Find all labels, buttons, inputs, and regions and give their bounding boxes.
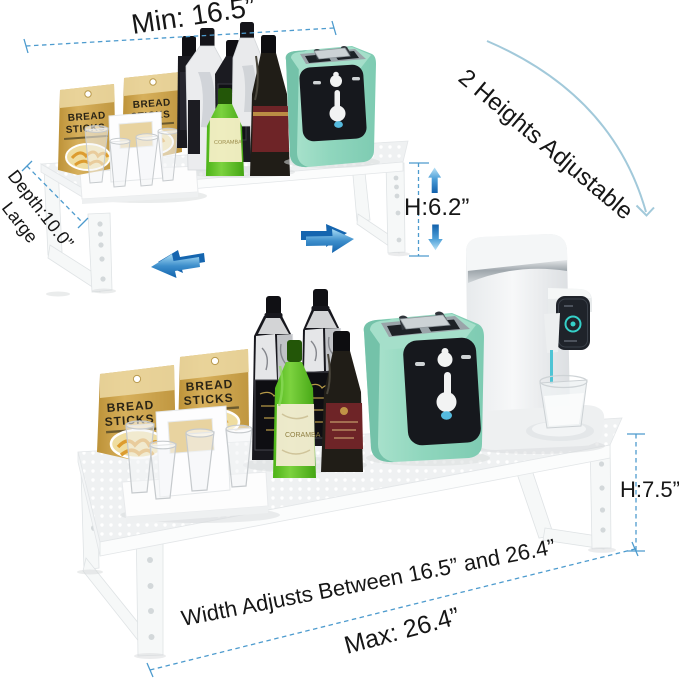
svg-text:BREAD: BREAD (132, 97, 171, 111)
svg-text:CORAMBA: CORAMBA (285, 432, 321, 439)
svg-text:CORAMBA: CORAMBA (214, 140, 242, 146)
svg-text:BREAD: BREAD (67, 110, 106, 124)
svg-text:H:7.5”: H:7.5” (620, 477, 679, 502)
svg-text:BREAD: BREAD (185, 377, 234, 394)
svg-text:BREAD: BREAD (106, 398, 155, 415)
svg-text:H:6.2”: H:6.2” (404, 194, 469, 221)
svg-text:STICKS: STICKS (183, 391, 234, 408)
